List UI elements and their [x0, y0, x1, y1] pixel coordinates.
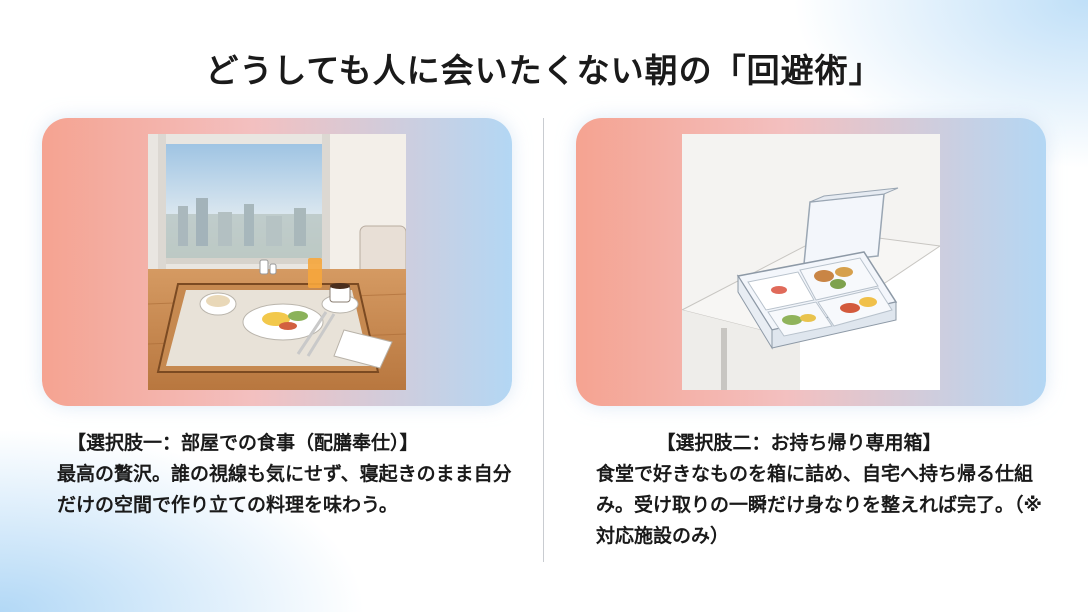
option-two-caption: 【選択肢二：お持ち帰り専用箱】 食堂で好きなものを箱に詰め、自宅へ持ち帰る仕組み…: [596, 428, 1056, 552]
option-two-body: 食堂で好きなものを箱に詰め、自宅へ持ち帰る仕組み。受け取りの一瞬だけ身なりを整え…: [596, 463, 1042, 547]
option-card-takeout-box: [576, 118, 1046, 406]
room-service-illustration: [148, 134, 406, 390]
page-title: どうしても人に会いたくない朝の「回避術」: [205, 51, 883, 90]
option-one-body: 最高の贅沢。誰の視線も気にせず、寝起きのまま自分だけの空間で作り立ての料理を味わ…: [57, 463, 512, 516]
option-one-caption: 【選択肢一：部屋での食事（配膳奉仕）】 最高の贅沢。誰の視線も気にせず、寝起きの…: [57, 428, 517, 521]
option-one-heading: 【選択肢一：部屋での食事（配膳奉仕）】: [67, 432, 419, 454]
takeout-box-illustration: [682, 134, 940, 390]
option-card-room-service: [42, 118, 512, 406]
option-two-heading: 【選択肢二：お持ち帰り専用箱】: [656, 432, 942, 454]
center-divider: [543, 118, 544, 562]
